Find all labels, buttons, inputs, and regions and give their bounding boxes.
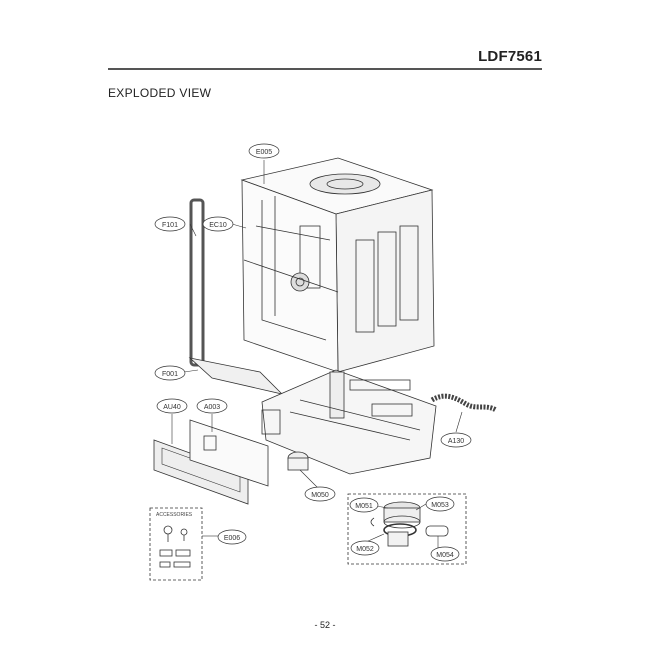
svg-text:M054: M054 [436,552,454,559]
accessories-box: ACCESSORIES [149,507,203,581]
callout-f001: F001 [154,365,186,381]
drain-hose [430,393,498,413]
callout-ec10: EC10 [202,216,234,232]
section-title: EXPLODED VIEW [108,86,212,100]
svg-text:A003: A003 [204,404,220,411]
svg-text:M052: M052 [356,546,374,553]
svg-text:E005: E005 [256,149,272,156]
svg-text:AU40: AU40 [163,404,181,411]
callout-e006: E006 [217,529,247,545]
model-number: LDF7561 [478,48,542,65]
svg-text:EC10: EC10 [209,222,227,229]
front-trim [188,357,284,395]
callout-a130: A130 [440,432,472,448]
sump-detail-box [347,493,467,565]
base-frame [261,369,437,475]
accessories-label: ACCESSORIES [156,512,193,518]
callout-f101: F101 [154,216,186,232]
door-gasket [189,198,205,367]
page-number: - 52 - [314,620,336,630]
svg-text:F001: F001 [162,371,178,378]
svg-text:M051: M051 [355,503,373,510]
callout-m051: M051 [349,497,379,513]
svg-text:F101: F101 [162,222,178,229]
svg-text:M050: M050 [311,492,329,499]
callout-m050: M050 [304,486,336,502]
callouts: E005 F101 EC10 F001 AU40 A003 A130 M050 [154,143,472,562]
callout-au40: AU40 [156,398,188,414]
callout-m053: M053 [425,496,455,512]
header-rule [108,68,542,70]
sump-part [287,451,309,471]
svg-text:M053: M053 [431,502,449,509]
svg-text:A130: A130 [448,438,464,445]
callout-e005: E005 [248,143,280,159]
callout-m052: M052 [350,540,380,556]
tub-cabinet [240,157,435,373]
bracket [189,419,269,487]
callout-a003: A003 [196,398,228,414]
svg-text:E006: E006 [224,535,240,542]
callout-m054: M054 [430,546,460,562]
